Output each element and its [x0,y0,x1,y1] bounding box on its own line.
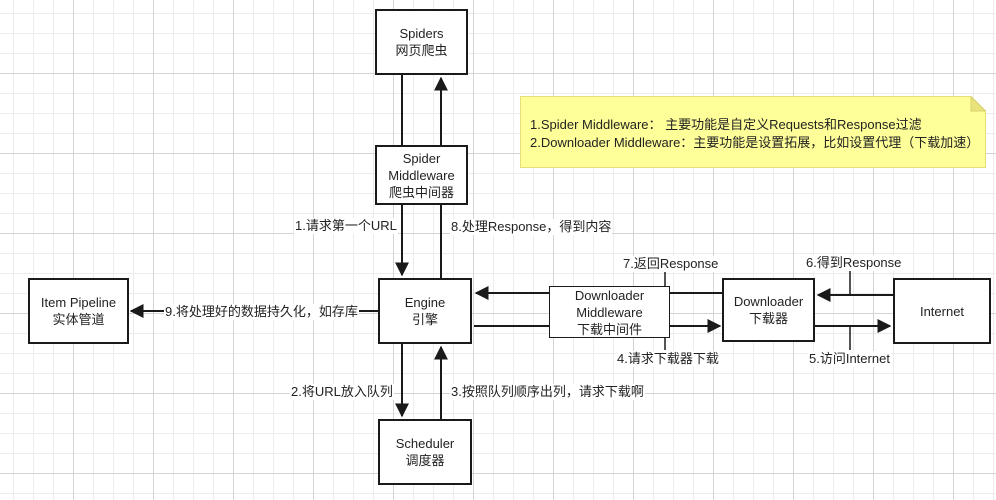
spider-middleware-node: Spider Middleware 爬虫中间器 [375,145,468,205]
label-step8: 8.处理Response，得到内容 [450,219,613,235]
scheduler-title: Scheduler [395,436,455,451]
engine-title: Engine [404,295,446,310]
downloader-middleware-node: Downloader Middleware 下载中间件 [549,286,670,338]
note-line1: 1.Spider Middleware： 主要功能是自定义Requests和Re… [530,117,922,132]
spider-middleware-line3: 爬虫中间器 [388,184,454,200]
spiders-subtitle: 网页爬虫 [395,43,448,58]
downloader-node: Downloader 下载器 [722,278,815,342]
label-step1: 1.请求第一个URL [294,218,398,234]
sticky-note-shape [520,96,986,168]
item-pipeline-subtitle: 实体管道 [52,312,105,327]
spider-middleware-line1: Spider [402,150,441,166]
scheduler-node: Scheduler 调度器 [378,419,472,485]
downloader-title: Downloader [733,294,804,309]
label-step3: 3.按照队列顺序出列，请求下载啊 [450,384,645,400]
spiders-title: Spiders [399,26,444,41]
label-step7: 7.返回Response [622,256,720,272]
internet-title: Internet [919,303,965,319]
spider-middleware-line2: Middleware [388,167,455,183]
label-step6: 6.得到Response [805,255,903,271]
downloader-middleware-line3: 下载中间件 [576,321,642,337]
label-step5: 5.访问Internet [808,351,891,367]
engine-subtitle: 引擎 [411,312,438,327]
spiders-node: Spiders 网页爬虫 [375,9,468,75]
label-step9: 9.将处理好的数据持久化，如存库 [164,304,359,320]
engine-node: Engine 引擎 [378,278,472,344]
downloader-middleware-line1: Downloader [574,287,645,303]
scheduler-subtitle: 调度器 [405,453,445,468]
downloader-middleware-line2: Middleware [576,304,643,320]
label-step4: 4.请求下载器下载 [616,351,720,367]
item-pipeline-title: Item Pipeline [40,295,117,310]
internet-node: Internet [893,278,991,344]
downloader-subtitle: 下载器 [748,311,788,326]
sticky-note: 1.Spider Middleware： 主要功能是自定义Requests和Re… [520,96,986,168]
note-line2: 2.Downloader Middleware：主要功能是设置拓展，比如设置代理… [530,135,980,150]
label-step2: 2.将URL放入队列 [290,384,394,400]
item-pipeline-node: Item Pipeline 实体管道 [28,278,129,344]
